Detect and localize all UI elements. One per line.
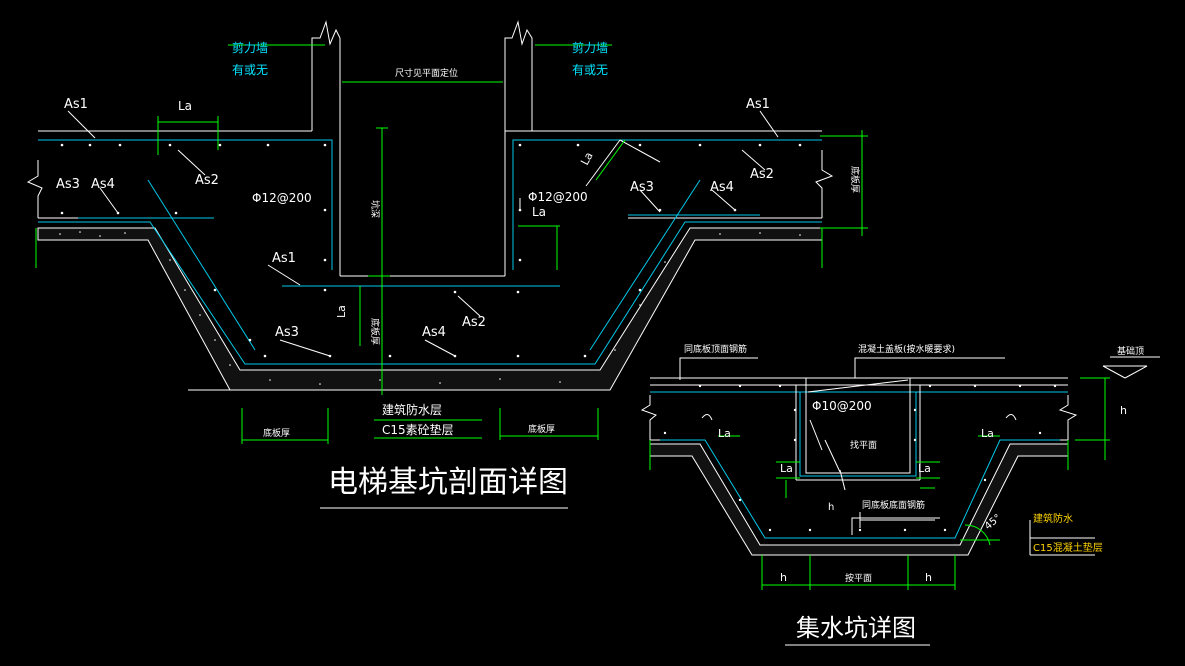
cushion-layer bbox=[37, 227, 823, 391]
sump-bottom-label: 同底板底面钢筋 bbox=[862, 499, 925, 511]
label-as3-inner: As3 bbox=[275, 325, 299, 340]
sump-cushion-label: C15混凝土垫层 bbox=[1033, 541, 1103, 554]
angle-arc bbox=[964, 524, 991, 546]
label-as2-inner: As2 bbox=[462, 315, 486, 330]
sump-h-left-bottom: h bbox=[780, 571, 787, 584]
label-la-top: La bbox=[178, 99, 192, 113]
rebar-top-right bbox=[512, 139, 822, 270]
sump-inner-rebar bbox=[799, 392, 917, 477]
sump-right-label: 基础顶 bbox=[1117, 345, 1144, 357]
label-la-right: La bbox=[532, 205, 546, 219]
rebar-diagonal-right bbox=[589, 179, 701, 351]
dimension-lines bbox=[35, 44, 868, 444]
rebar-dots bbox=[60, 143, 802, 358]
sump-dimensions bbox=[649, 377, 1110, 590]
leader-lines bbox=[67, 110, 779, 357]
label-slab-thk-right: 底板厚 bbox=[849, 166, 861, 193]
sump-pit-width: 按平面 bbox=[845, 572, 872, 584]
sump-la-right: La bbox=[981, 427, 994, 440]
elevator-pit-section bbox=[26, 20, 868, 444]
shear-wall-label-right: 剪力墙 bbox=[572, 40, 608, 55]
elevator-pit-title: 电梯基坑剖面详图 bbox=[328, 465, 568, 500]
sump-rebar-bottom bbox=[660, 439, 1060, 539]
sump-cover-box bbox=[805, 377, 911, 474]
shear-wall-left bbox=[311, 20, 341, 131]
sump-break-left bbox=[640, 395, 657, 440]
hook-right bbox=[1005, 414, 1017, 421]
label-as4-left: As4 bbox=[91, 177, 115, 192]
label-as1-inner: As1 bbox=[272, 251, 296, 266]
label-as4-inner: As4 bbox=[422, 325, 446, 340]
label-as3-right: As3 bbox=[630, 180, 654, 195]
sump-cover-diag bbox=[807, 379, 909, 393]
rebar-top-left bbox=[38, 139, 333, 270]
sump-top-label-2: 混凝土盖板(按水暖要求) bbox=[858, 343, 955, 355]
sump-rebar-dots bbox=[663, 384, 1057, 532]
label-slab-thk-vertical: 底板厚 bbox=[369, 318, 381, 345]
sump-pit-labels: 同底板顶面钢筋 混凝土盖板(按水暖要求) 基础顶 Φ10@200 找平面 同底板… bbox=[684, 343, 1144, 646]
elevator-pit-labels: 剪力墙 有或无 剪力墙 有或无 尺寸见平面定位 As1 As1 La As2 A… bbox=[56, 40, 861, 509]
size-note: 尺寸见平面定位 bbox=[395, 67, 458, 79]
sump-waterproof: 建筑防水 bbox=[1033, 512, 1073, 525]
break-symbol-right bbox=[815, 150, 834, 218]
sump-top-label-1: 同底板顶面钢筋 bbox=[684, 343, 747, 355]
label-as4-right: As4 bbox=[710, 180, 734, 195]
waterproof-layer: 建筑防水层 bbox=[382, 402, 442, 417]
label-as1-right: As1 bbox=[746, 97, 770, 112]
label-as1-left: As1 bbox=[64, 97, 88, 112]
sump-h-right: h bbox=[1120, 404, 1127, 417]
shear-wall-option-right: 有或无 bbox=[572, 63, 608, 77]
label-as2-right: As2 bbox=[750, 167, 774, 182]
rebar-spec-right: Φ12@200 bbox=[528, 190, 588, 204]
sump-finish-face: 找平面 bbox=[850, 439, 877, 451]
label-slab-thk-bottom-left: 底板厚 bbox=[263, 427, 290, 439]
sump-h-right-bottom: h bbox=[925, 571, 932, 584]
rebar-spec-left: Φ12@200 bbox=[252, 191, 312, 205]
sump-h-inner: h bbox=[828, 502, 834, 513]
label-pit-depth: 坑深 bbox=[369, 200, 381, 218]
sump-rebar-spec: Φ10@200 bbox=[812, 399, 872, 413]
label-la-slanted: La bbox=[578, 150, 596, 167]
cushion-hatch bbox=[59, 231, 801, 385]
cushion-layer-label: C15素砼垫层 bbox=[382, 422, 454, 437]
rebar-diagonal-left bbox=[147, 179, 256, 351]
shear-wall-label-left: 剪力墙 bbox=[232, 40, 268, 55]
label-as3-left: As3 bbox=[56, 177, 80, 192]
rebar-bottom bbox=[38, 221, 822, 365]
shear-wall-right bbox=[504, 20, 533, 131]
sump-pit-title: 集水坑详图 bbox=[796, 614, 916, 642]
label-la-vertical: La bbox=[335, 305, 348, 318]
sump-la-inner-left: La bbox=[780, 462, 793, 475]
break-symbol-left bbox=[26, 160, 43, 218]
sump-la-left: La bbox=[718, 427, 731, 440]
sump-leaders bbox=[679, 356, 1160, 556]
label-slab-thk-bottom-right: 底板厚 bbox=[528, 423, 555, 435]
hook-left bbox=[701, 414, 713, 421]
sump-pit-section bbox=[640, 356, 1160, 590]
shear-wall-option-left: 有或无 bbox=[232, 63, 268, 77]
sump-break-right bbox=[1058, 395, 1078, 440]
label-as2-left: As2 bbox=[195, 173, 219, 188]
sump-la-inner-right: La bbox=[918, 462, 931, 475]
